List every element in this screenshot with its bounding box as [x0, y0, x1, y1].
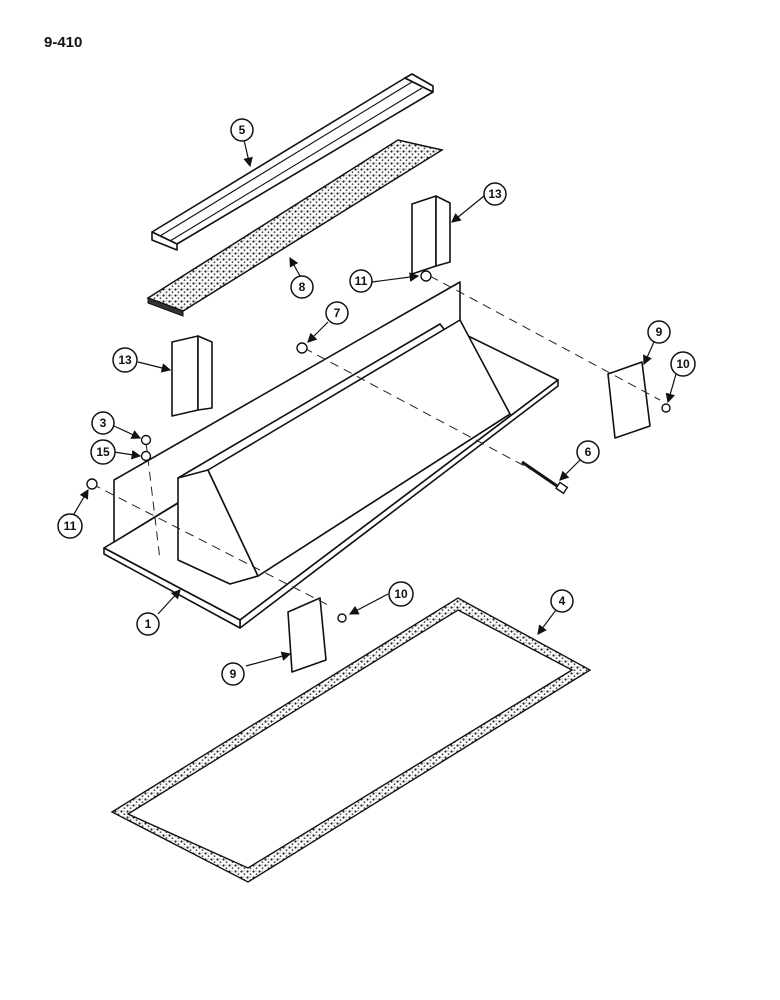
svg-text:10: 10	[394, 587, 408, 601]
svg-text:1: 1	[145, 617, 152, 631]
svg-text:3: 3	[100, 416, 107, 430]
bracket-upper	[411, 195, 451, 275]
assembly-line-bolt	[303, 347, 533, 471]
nut-11-lower	[86, 478, 98, 490]
assembly-line-upper	[429, 275, 661, 401]
svg-text:4: 4	[559, 594, 566, 608]
washer-15	[140, 450, 152, 462]
callout-3: 3	[91, 411, 115, 435]
nut-11-upper	[420, 270, 432, 282]
svg-text:15: 15	[96, 445, 110, 459]
svg-text:6: 6	[585, 445, 592, 459]
cover-plate-right	[607, 361, 651, 439]
callout-4: 4	[550, 589, 574, 613]
assembly-line-vertical	[145, 441, 161, 561]
bracket-left	[171, 335, 213, 417]
svg-text:9: 9	[230, 667, 237, 681]
svg-text:13: 13	[118, 353, 132, 367]
page-number: 9-410	[44, 34, 83, 51]
callout-11-lower: 11	[57, 513, 83, 539]
callout-9-right: 9	[647, 320, 671, 344]
main-tray	[103, 281, 559, 629]
callout-10-lower: 10	[388, 581, 414, 607]
svg-text:11: 11	[64, 519, 77, 533]
nut-7	[296, 342, 308, 354]
svg-text:7: 7	[334, 306, 341, 320]
svg-text:10: 10	[676, 357, 690, 371]
callout-13-upper: 13	[483, 182, 507, 206]
cover-plate-lower	[287, 597, 327, 673]
top-channel-part	[151, 73, 434, 251]
screw-10-right	[661, 403, 671, 413]
perimeter-gasket	[110, 597, 592, 883]
callout-11-upper: 11	[349, 269, 373, 293]
callout-13-left: 13	[112, 347, 138, 373]
screw-10-lower	[337, 613, 347, 623]
svg-text:11: 11	[355, 274, 368, 288]
callout-6: 6	[576, 440, 600, 464]
screw-3	[140, 434, 152, 446]
long-bolt	[521, 460, 569, 495]
svg-text:5: 5	[239, 123, 246, 137]
svg-text:8: 8	[299, 280, 306, 294]
callout-7: 7	[325, 301, 349, 325]
callout-1: 1	[136, 612, 160, 636]
callout-15: 15	[90, 439, 116, 465]
callout-8: 8	[290, 275, 314, 299]
callout-9-lower: 9	[221, 662, 245, 686]
svg-text:13: 13	[488, 187, 502, 201]
callout-5: 5	[230, 118, 254, 142]
svg-text:9: 9	[656, 325, 663, 339]
callout-10-right: 10	[670, 351, 696, 377]
foam-seal-strip	[146, 139, 444, 317]
